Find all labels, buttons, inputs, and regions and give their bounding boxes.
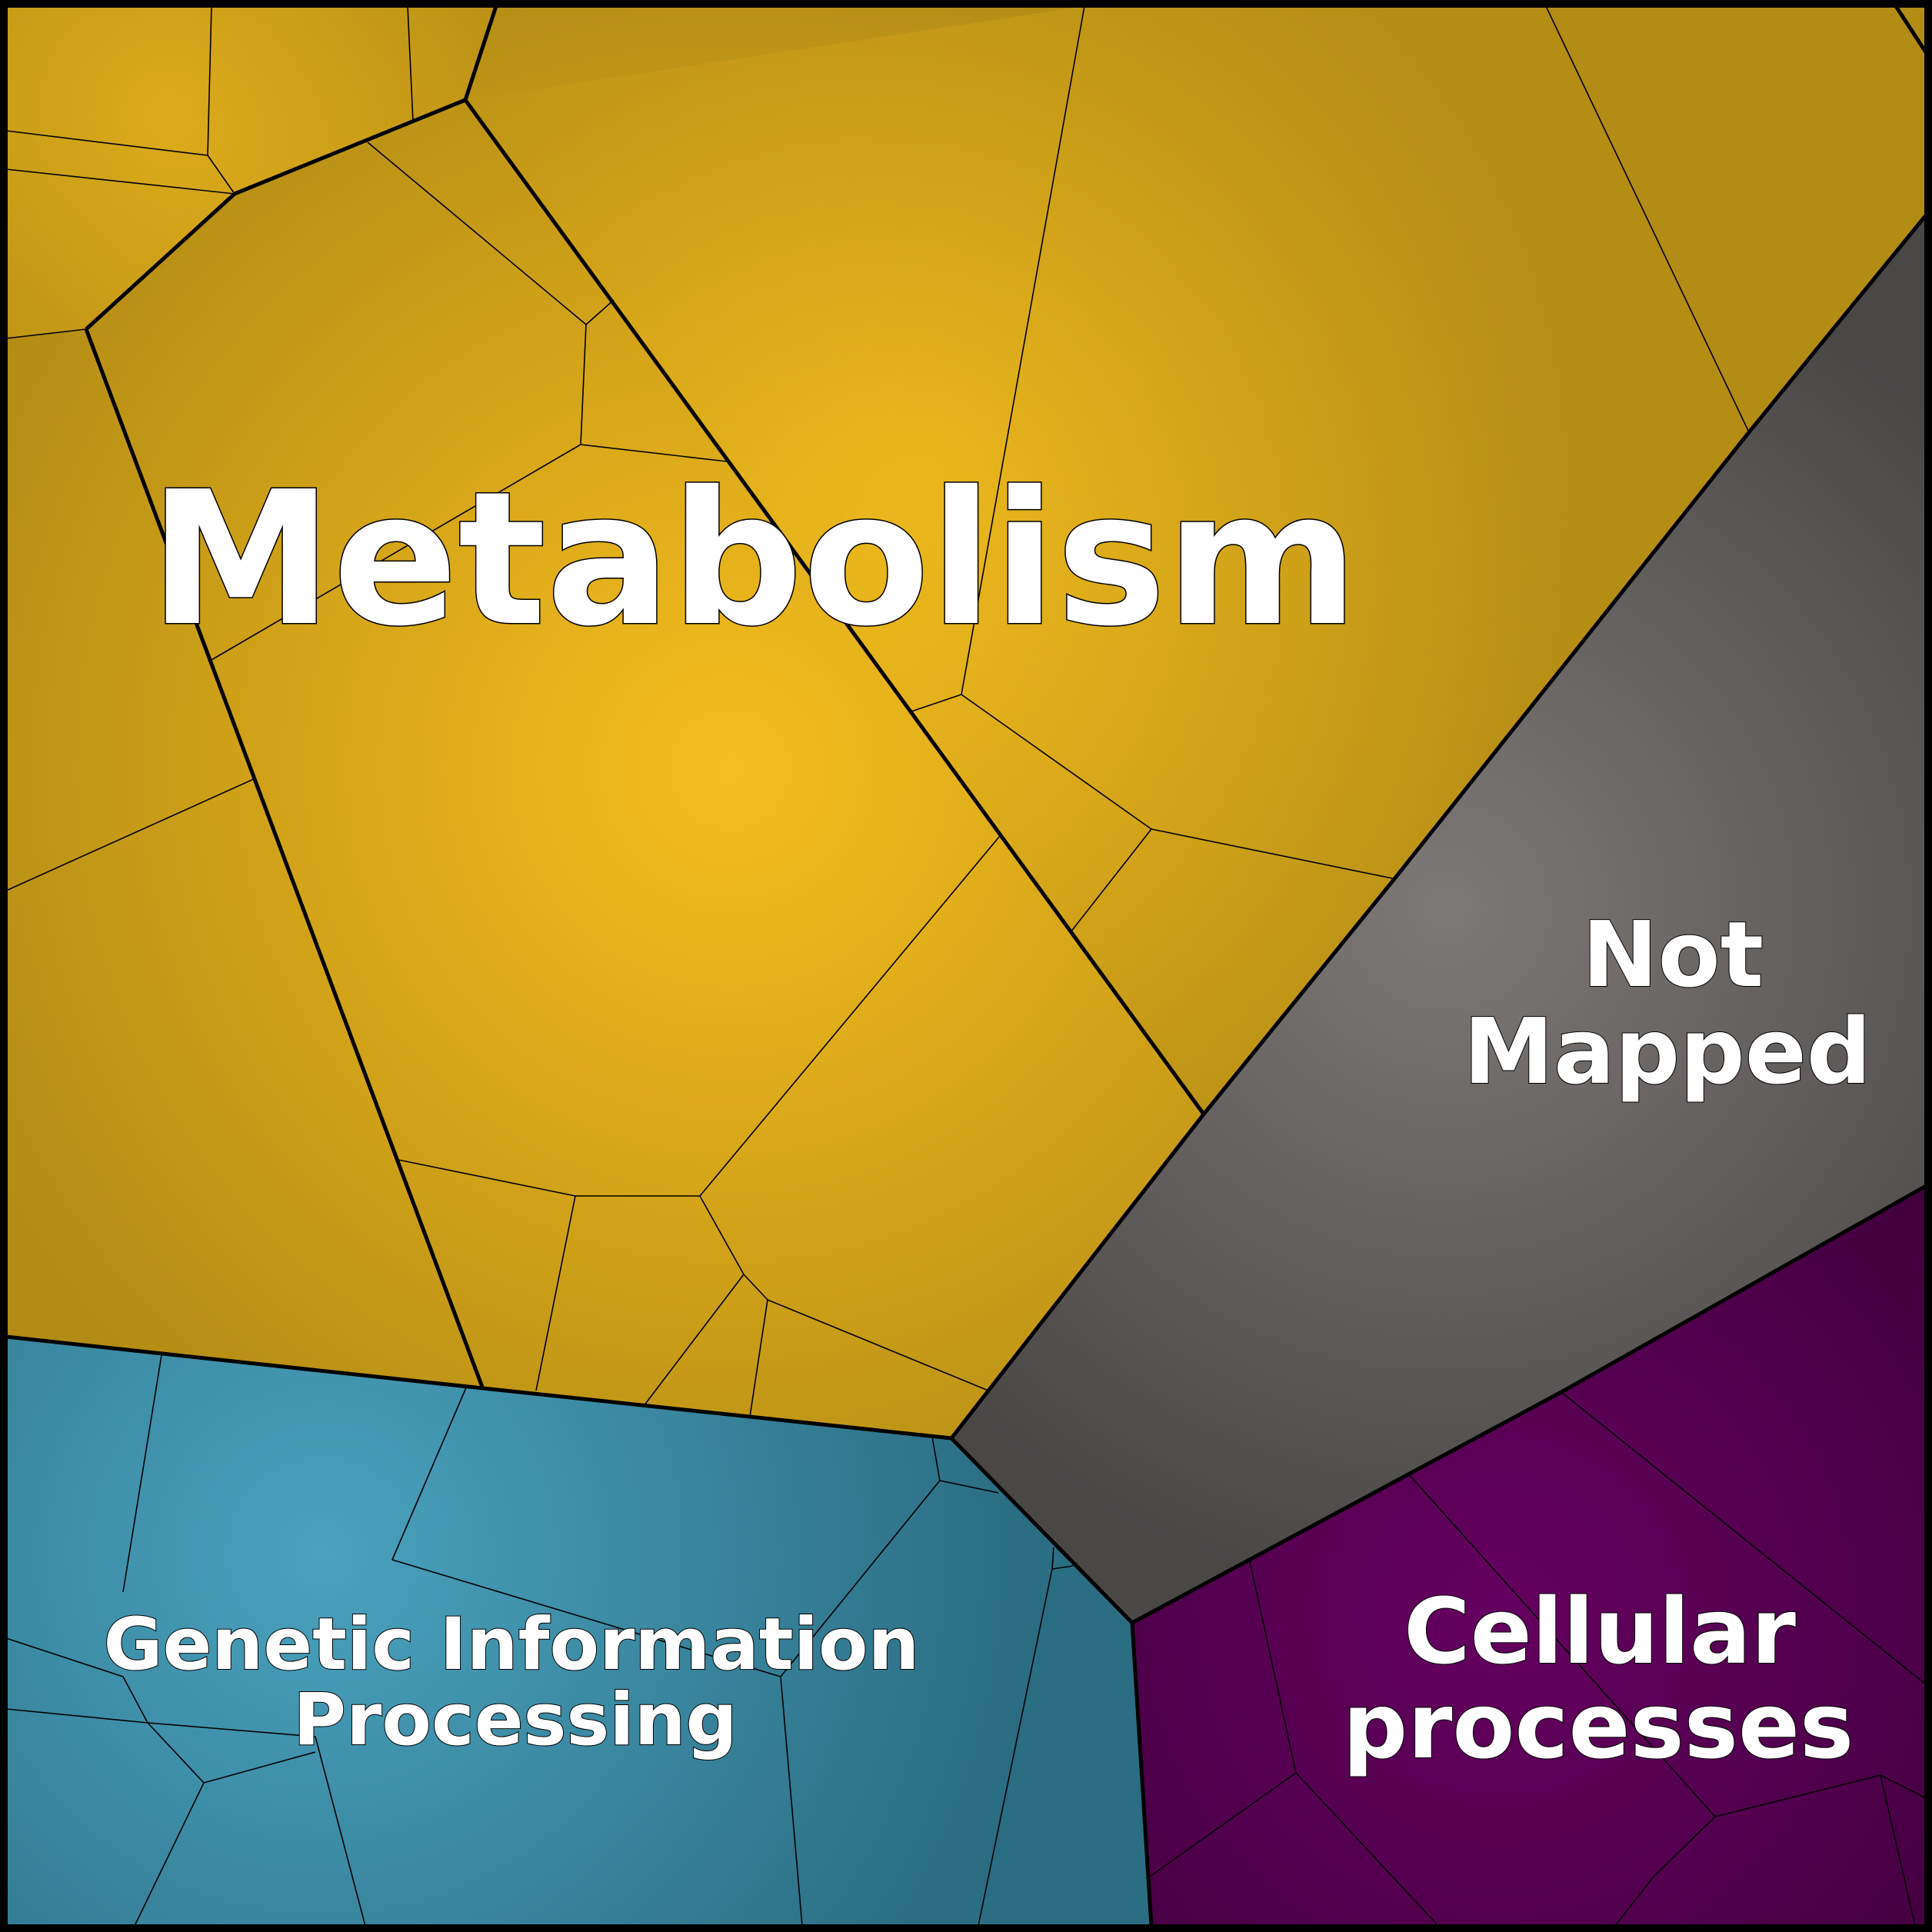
region-boundaries — [5, 5, 1928, 1927]
genetic-cells — [5, 1354, 1074, 1927]
not-mapped-label-line-1: Not — [1582, 901, 1764, 1008]
genetic-information-label: Genetic Information Processing — [103, 1602, 921, 1763]
not-mapped-region — [951, 215, 1926, 1623]
cellular-processes-label: Cellular processes — [1342, 1577, 1854, 1780]
genetic-label-line-2: Processing — [293, 1678, 738, 1762]
metabolism-region — [6, 6, 1926, 1438]
cellular-label-line-1: Cellular — [1404, 1578, 1796, 1684]
cellular-processes-region — [1132, 1186, 1926, 1926]
cellular-label-line-2: processes — [1343, 1673, 1854, 1779]
genetic-label-line-1: Genetic Information — [104, 1603, 920, 1687]
metabolism-label-line-1: Metabolism — [149, 451, 1358, 667]
cellular-cells — [1149, 1391, 1927, 1927]
not-mapped-label-line-2: Mapped — [1464, 998, 1871, 1104]
not-mapped-label: Not Mapped — [1463, 901, 1872, 1105]
genetic-information-region — [6, 1337, 1151, 1926]
metabolism-label: Metabolism — [148, 451, 1359, 668]
